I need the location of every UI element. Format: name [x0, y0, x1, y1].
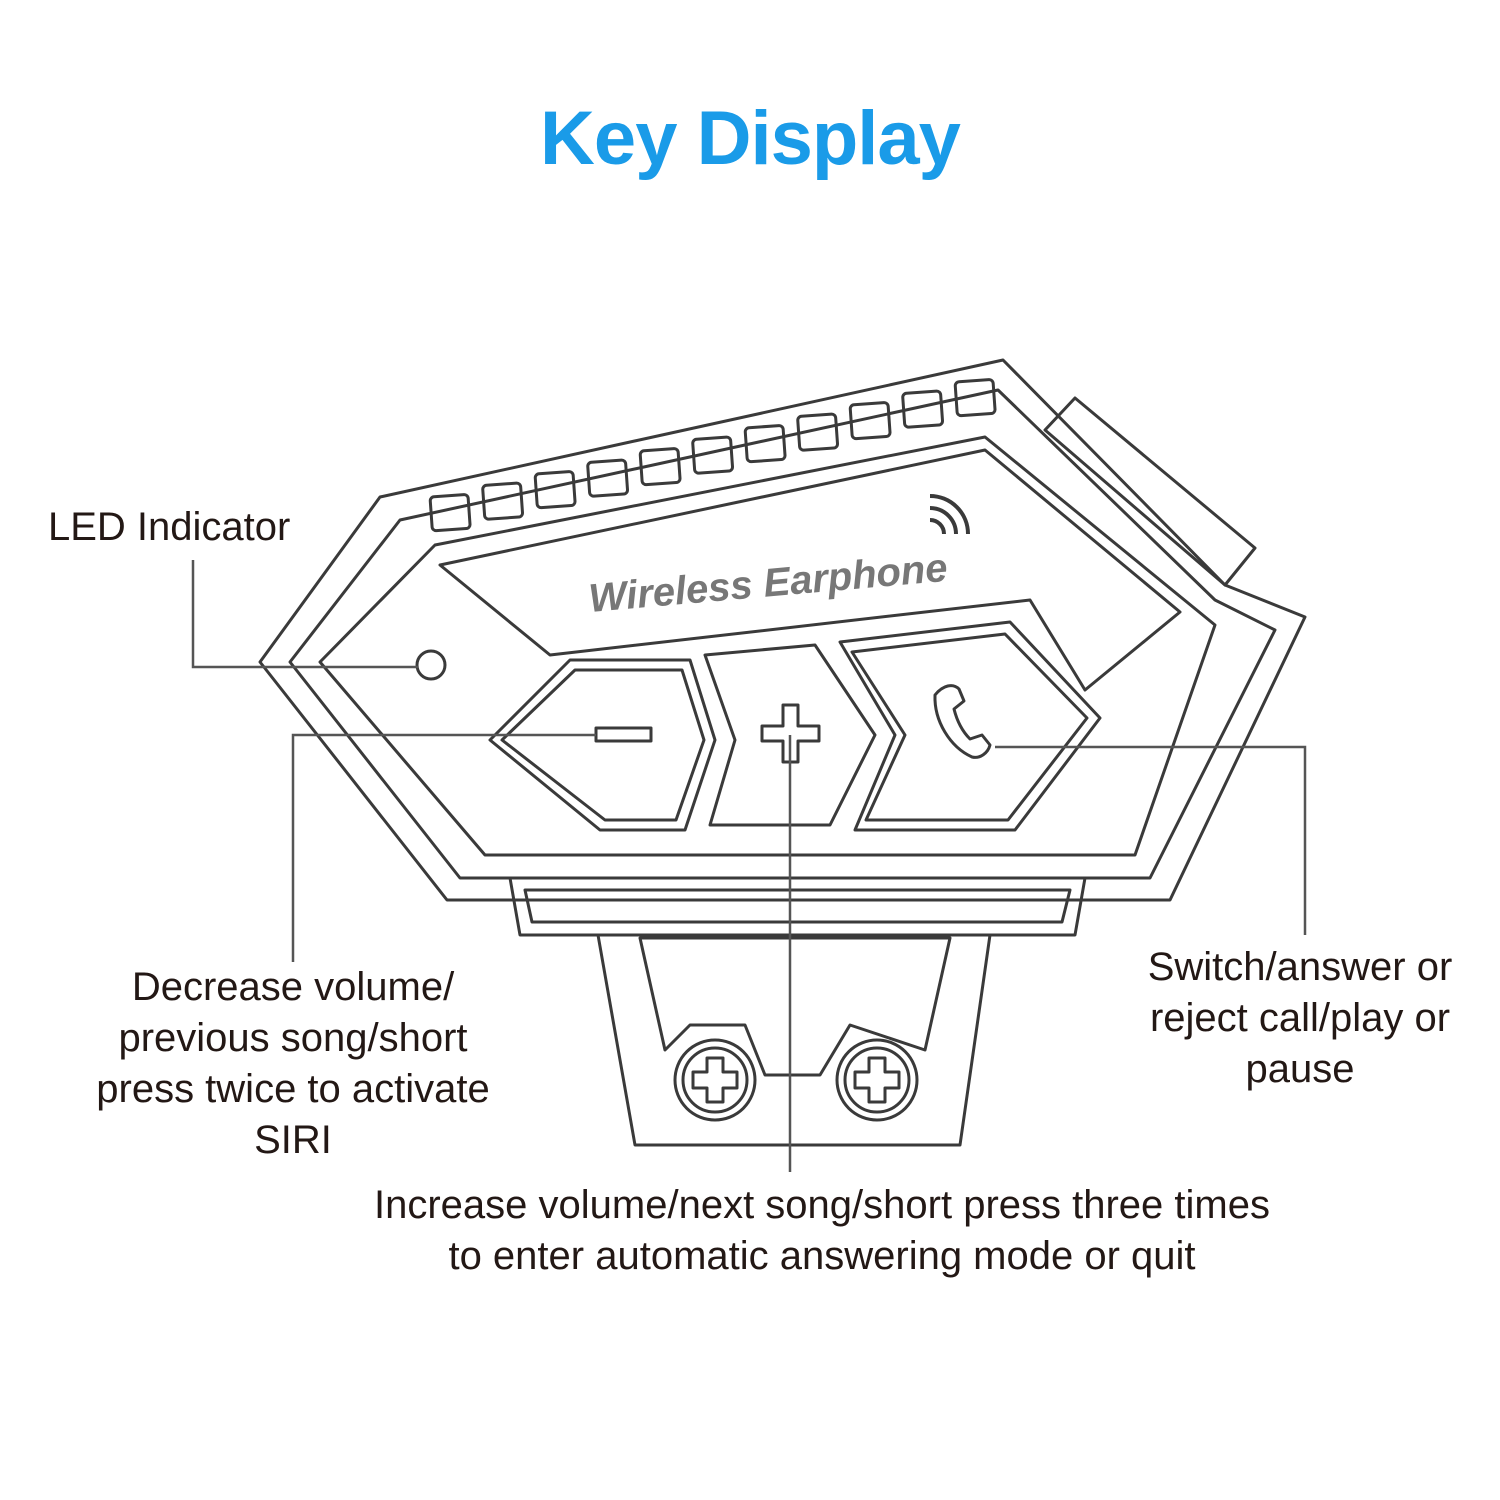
led-vent	[691, 435, 735, 475]
page-title: Key Display	[540, 96, 961, 181]
label-line: Decrease volume/	[131, 965, 455, 1009]
led-vent	[481, 481, 525, 521]
label-line: SIRI	[254, 1118, 332, 1162]
led-vent-row	[428, 378, 997, 533]
decrease-volume-label: Decrease volume/ previous song/short pre…	[60, 962, 526, 1166]
switch-answer-label: Switch/answer or reject call/play or pau…	[1110, 942, 1490, 1095]
led-indicator-icon	[415, 649, 447, 681]
label-line: LED Indicator	[48, 505, 291, 549]
logo-panel	[438, 448, 1182, 692]
label-line: press twice to activate	[96, 1067, 490, 1111]
led-vent	[848, 401, 892, 441]
label-line: reject call/play or	[1149, 996, 1451, 1040]
plus-icon	[760, 703, 821, 764]
label-line: previous song/short	[118, 1016, 468, 1060]
screw-cross-icon	[691, 1056, 739, 1104]
increase-volume-label: Increase volume/next song/short press th…	[250, 1180, 1394, 1282]
led-vent	[638, 447, 682, 487]
callout-lines	[191, 560, 1307, 1172]
screw-left	[673, 1038, 757, 1122]
mount-clip	[596, 933, 992, 1147]
screw-cross-icon	[853, 1056, 901, 1104]
phone-icon	[933, 684, 992, 759]
decrease-callout-line	[291, 733, 596, 962]
plus-button	[703, 643, 877, 827]
side-rail	[1043, 396, 1257, 587]
led-vent	[953, 378, 997, 418]
led-vent	[743, 424, 787, 464]
led-vent	[901, 389, 945, 429]
label-line: Switch/answer or	[1147, 945, 1453, 989]
minus-button	[488, 658, 717, 832]
bottom-bar	[508, 876, 1087, 937]
screw-right	[835, 1038, 919, 1122]
led-indicator-label: LED Indicator	[48, 502, 290, 553]
device-outer-body	[258, 358, 1307, 902]
led-vent	[533, 470, 577, 510]
label-line: pause	[1245, 1047, 1355, 1091]
wifi-icon	[929, 494, 970, 535]
switch-callout-line	[995, 745, 1307, 935]
led-callout-line	[191, 560, 418, 669]
device-face	[318, 435, 1217, 857]
call-button	[838, 620, 1102, 832]
label-line: to enter automatic answering mode or qui…	[448, 1234, 1196, 1278]
led-vent	[796, 412, 840, 452]
brand-logo: Wireless Earphone	[587, 546, 949, 621]
led-vent	[586, 458, 630, 498]
device-bevel	[288, 388, 1277, 880]
label-line: Increase volume/next song/short press th…	[374, 1183, 1270, 1227]
minus-icon	[594, 726, 653, 743]
led-vent	[428, 493, 472, 533]
